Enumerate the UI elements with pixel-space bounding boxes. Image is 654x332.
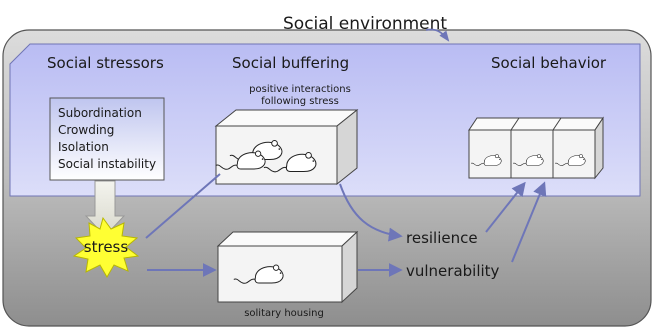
environment-arrow (425, 28, 450, 42)
buffering-to-resilience-arrow (339, 183, 403, 242)
stressors-to-stress-arrow (84, 180, 126, 237)
stressor-item: Social instability (58, 157, 156, 171)
solitary-housing-cage (216, 230, 359, 304)
stressors-heading: Social stressors (47, 54, 164, 72)
stress-to-buffering-arrow (145, 173, 221, 239)
buffering-heading: Social buffering (232, 54, 349, 72)
group-housing-cage (214, 108, 359, 186)
buffering-caption-line1: positive interactions (249, 84, 351, 95)
stressor-item: Subordination (58, 106, 142, 120)
buffering-caption-line2: following stress (261, 96, 339, 107)
stressors-list-box (49, 97, 165, 181)
stressor-item: Isolation (58, 140, 109, 154)
stress-label: stress (84, 238, 129, 256)
behavior-heading: Social behavior (491, 54, 607, 72)
vulnerability-to-behavior-arrow (511, 181, 547, 263)
environment-label: Social environment (283, 14, 447, 34)
resilience-to-behavior-arrow (485, 181, 526, 233)
social-behavior-cages (468, 116, 604, 180)
vulnerability-label: vulnerability (406, 262, 500, 280)
stress-burst (72, 216, 140, 278)
resilience-label: resilience (406, 229, 478, 247)
solitary-caption: solitary housing (244, 308, 324, 319)
stressor-item: Crowding (58, 123, 114, 137)
